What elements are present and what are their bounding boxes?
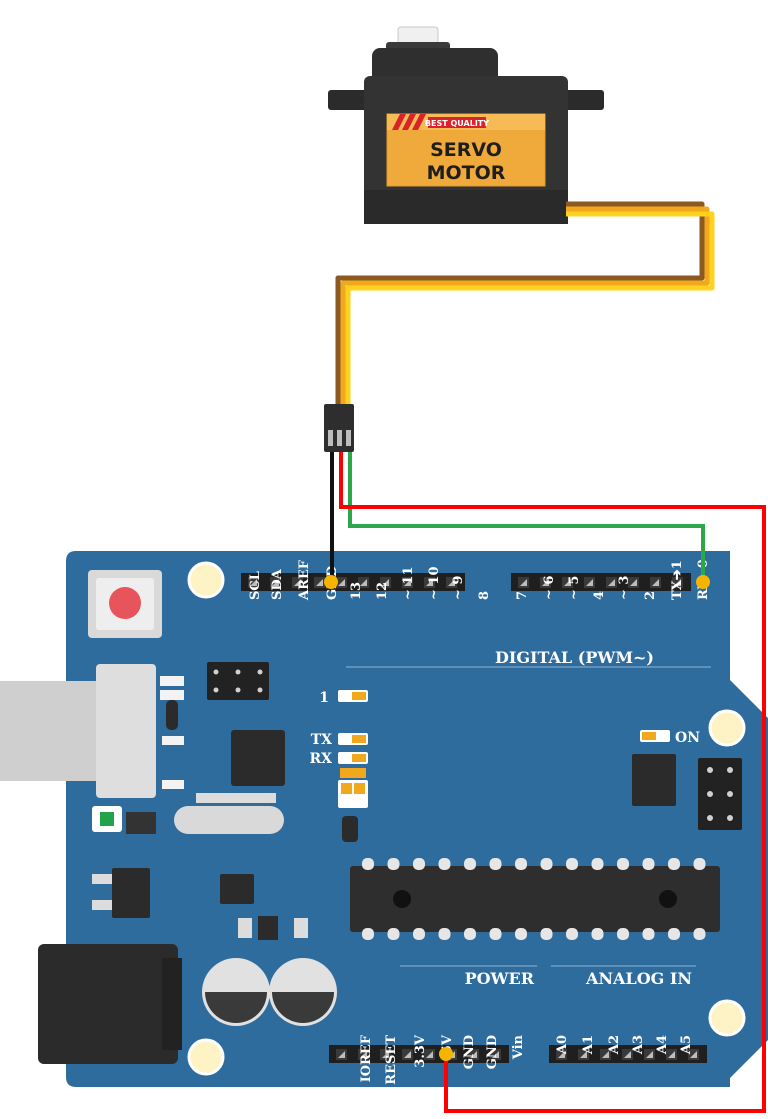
digital-pin-label: AREF bbox=[297, 559, 312, 601]
chip-pin bbox=[642, 928, 655, 940]
digital-pin-label: ~ 3 bbox=[617, 576, 632, 600]
analog-pin-label: A0 bbox=[555, 1035, 570, 1055]
digital-header-left bbox=[241, 573, 465, 591]
analog-header bbox=[549, 1045, 707, 1063]
chip-pin bbox=[387, 858, 400, 870]
power-header bbox=[329, 1045, 509, 1063]
servo-connector bbox=[324, 404, 354, 452]
digital-header-right bbox=[511, 573, 691, 591]
chip-pin bbox=[362, 928, 374, 940]
arduino-board: 1 TX RX ON DIGITAL (PWM~) POWER ANALOG I… bbox=[0, 551, 768, 1087]
power-header-title: POWER bbox=[465, 969, 535, 988]
digital-pin-label: ~ 11 bbox=[401, 566, 416, 600]
red-wire-5v bbox=[339, 452, 766, 1113]
digital-pin-label: TX➔1 bbox=[670, 560, 685, 600]
analog-pin-label: A5 bbox=[679, 1035, 694, 1055]
chip-pin bbox=[642, 858, 655, 870]
digital-pin-label: SCL bbox=[248, 571, 263, 600]
chip-pin bbox=[489, 858, 502, 870]
jumper-wires bbox=[330, 452, 766, 1113]
servo-label: BEST QUALITY SERVO MOTOR bbox=[386, 113, 546, 187]
chip-pin bbox=[362, 858, 374, 870]
power-pin-label: Vin bbox=[511, 1034, 526, 1060]
analog-pin-label: A3 bbox=[631, 1035, 646, 1055]
digital-pin-label: 4 bbox=[592, 591, 607, 600]
usb-jack-icon bbox=[0, 664, 156, 798]
digital-pin-label: ~ 6 bbox=[542, 576, 557, 600]
digital-pin-label: ~ 5 bbox=[567, 576, 582, 600]
digital-header-title: DIGITAL (PWM~) bbox=[495, 648, 654, 667]
capacitor-icon bbox=[202, 958, 337, 1026]
d0-pin-connection-dot bbox=[696, 575, 710, 589]
power-pin-label: 3.3V bbox=[413, 1034, 428, 1068]
digital-pin-label: 2 bbox=[643, 591, 658, 600]
digital-pin-label: 13 bbox=[349, 582, 364, 600]
chip-pin bbox=[591, 858, 604, 870]
chip-pin bbox=[566, 928, 578, 940]
chip-pin bbox=[591, 928, 604, 940]
chip-pin bbox=[438, 928, 451, 940]
analog-pin-label: A1 bbox=[581, 1035, 596, 1055]
digital-pin-label: 8 bbox=[477, 591, 492, 600]
digital-pin-label: ~ 10 bbox=[427, 566, 442, 600]
analog-pin-label: A4 bbox=[655, 1035, 670, 1055]
servo-title-line2: MOTOR bbox=[427, 162, 506, 184]
led-tx-label: TX bbox=[311, 732, 332, 748]
digital-pin-label: SDA bbox=[270, 568, 285, 600]
chip-pin bbox=[668, 858, 680, 870]
chip-pin bbox=[387, 928, 400, 940]
analog-header-title: ANALOG IN bbox=[585, 969, 692, 988]
chip-pin bbox=[617, 928, 629, 940]
microcontroller-chip-icon bbox=[350, 858, 720, 940]
green-wire-signal bbox=[348, 452, 705, 583]
digital-pin-label: ~ 9 bbox=[451, 576, 466, 600]
reset-button-icon bbox=[88, 570, 162, 638]
power-pin-label: RESET bbox=[384, 1035, 399, 1085]
chip-pin bbox=[413, 928, 425, 940]
led-1-label: 1 bbox=[319, 690, 329, 706]
chip-pin bbox=[515, 858, 527, 870]
chip-pin bbox=[438, 858, 451, 870]
led-on-label: ON bbox=[675, 730, 700, 746]
chip-pin bbox=[668, 928, 680, 940]
chip-pin bbox=[464, 858, 476, 870]
servo-title-line1: SERVO bbox=[430, 139, 502, 161]
digital-pin-label: 12 bbox=[375, 582, 390, 600]
power-pin-label: IOREF bbox=[359, 1034, 374, 1082]
digital-pin-label: 7 bbox=[515, 591, 530, 600]
servo-motor: BEST QUALITY SERVO MOTOR bbox=[328, 26, 604, 224]
power-pin-label: GND bbox=[485, 1035, 500, 1069]
led-rx-label: RX bbox=[310, 751, 333, 767]
chip-pin bbox=[464, 928, 476, 940]
analog-pin-label: A2 bbox=[607, 1035, 622, 1055]
chip-pin bbox=[489, 928, 502, 940]
chip-pin bbox=[515, 928, 527, 940]
5v-pin-connection-dot bbox=[439, 1047, 453, 1061]
chip-pin bbox=[693, 858, 706, 870]
chip-pin bbox=[693, 928, 706, 940]
gnd-pin-connection-dot bbox=[324, 575, 338, 589]
chip-pin bbox=[540, 928, 553, 940]
chip-pin bbox=[540, 858, 553, 870]
power-pin-label: GND bbox=[462, 1035, 477, 1069]
chip-pin bbox=[413, 858, 425, 870]
chip-pin bbox=[566, 858, 578, 870]
servo-badge-text: BEST QUALITY bbox=[425, 119, 489, 128]
dc-power-jack-icon bbox=[38, 944, 182, 1064]
chip-pin bbox=[617, 858, 629, 870]
servo-cable bbox=[335, 201, 715, 405]
